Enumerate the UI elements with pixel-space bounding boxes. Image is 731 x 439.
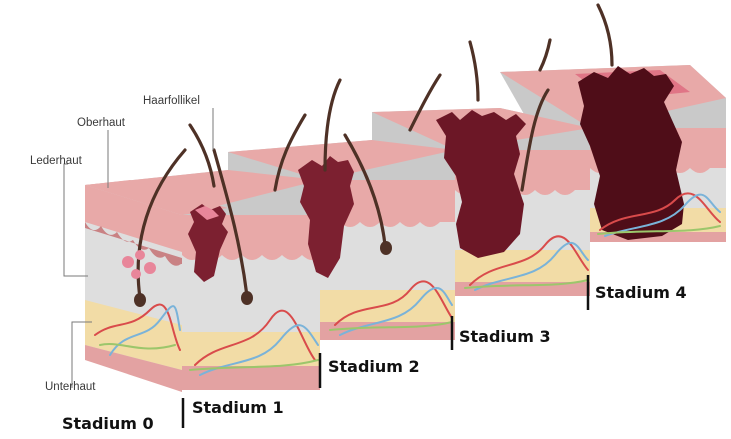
label-haarfollikel: Haarfollikel [143, 95, 200, 107]
stage-label-0: Stadium 0 [62, 414, 154, 433]
stage-label-3: Stadium 3 [459, 327, 551, 346]
label-oberhaut: Oberhaut [77, 117, 125, 129]
label-unterhaut: Unterhaut [45, 381, 96, 393]
stage-label-1: Stadium 1 [192, 398, 284, 417]
stage-label-4: Stadium 4 [595, 283, 687, 302]
stage-label-2: Stadium 2 [328, 357, 420, 376]
label-lederhaut: Lederhaut [30, 155, 82, 167]
